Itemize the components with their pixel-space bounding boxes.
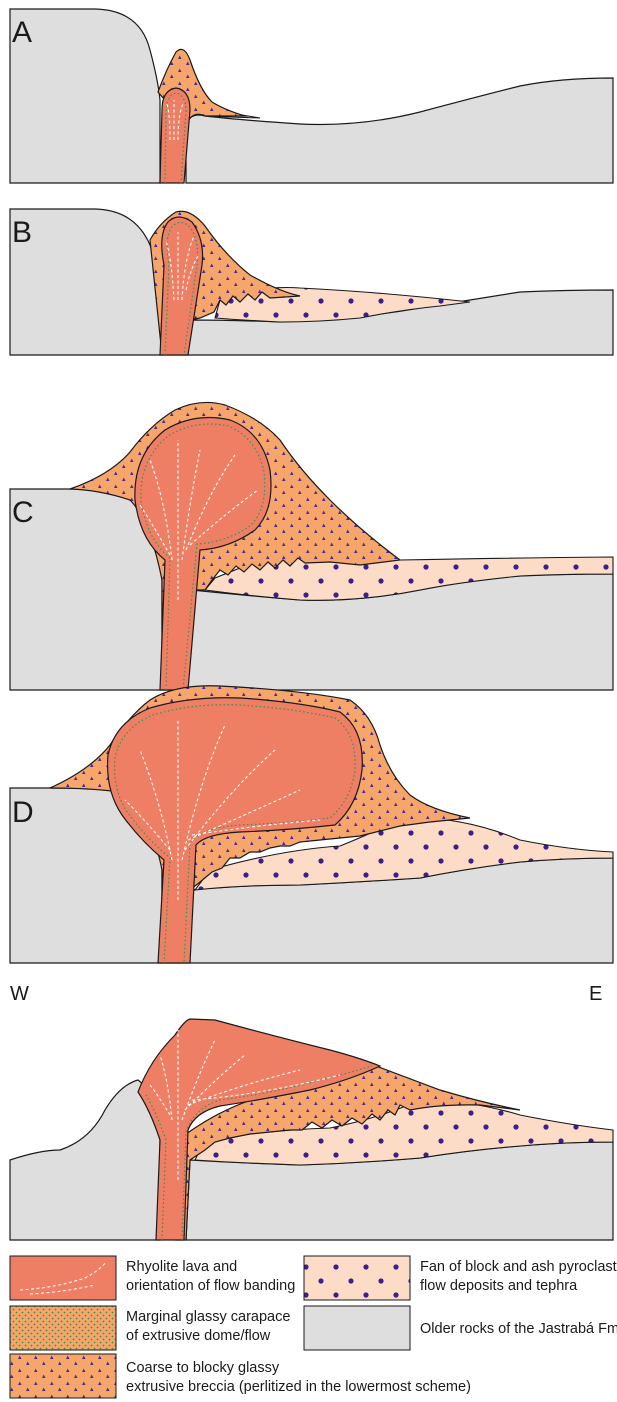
older-rock-e-west (10, 1080, 160, 1240)
older-rock-b-west (10, 209, 162, 355)
legend-item-breccia: Coarse to blocky glassy extrusive brecci… (10, 1354, 471, 1398)
older-rock-a (10, 9, 160, 183)
direction-east: E (589, 983, 602, 1005)
legend-swatch-carapace (10, 1306, 116, 1350)
legend-swatch-breccia (10, 1354, 116, 1398)
legend-rhyolite-line2: orientation of flow banding (126, 1278, 295, 1294)
older-rock-a-east (186, 78, 613, 183)
panel-e: W E (10, 983, 613, 1240)
legend: Rhyolite lava and orientation of flow ba… (10, 1256, 617, 1398)
legend-item-older: Older rocks of the Jastrabá Fm. (304, 1306, 617, 1350)
legend-item-fan: Fan of block and ash pyroclastic flow de… (304, 1256, 617, 1300)
legend-item-rhyolite: Rhyolite lava and orientation of flow ba… (10, 1256, 295, 1300)
legend-older-line1: Older rocks of the Jastrabá Fm. (420, 1321, 617, 1337)
legend-fan-line1: Fan of block and ash pyroclastic (420, 1259, 617, 1275)
direction-west: W (10, 983, 29, 1005)
legend-rhyolite-line1: Rhyolite lava and (126, 1259, 237, 1275)
legend-swatch-rhyolite (10, 1256, 116, 1300)
panel-label-b: B (12, 216, 32, 249)
legend-carapace-line1: Marginal glassy carapace (126, 1309, 290, 1325)
panel-label-a: A (12, 16, 32, 49)
legend-item-carapace: Marginal glassy carapace of extrusive do… (10, 1306, 290, 1350)
panel-label-d: D (12, 796, 34, 829)
panel-d: D (10, 686, 613, 963)
panel-b: B (10, 209, 613, 355)
panel-c: C (10, 402, 613, 690)
legend-swatch-older (304, 1306, 410, 1350)
legend-fan-line2: flow deposits and tephra (420, 1278, 578, 1294)
rhyolite-a (160, 88, 190, 183)
panel-label-c: C (12, 496, 34, 529)
legend-swatch-fan (304, 1256, 410, 1300)
legend-breccia-line2: extrusive breccia (perlitized in the low… (126, 1379, 471, 1395)
legend-breccia-line1: Coarse to blocky glassy (126, 1360, 280, 1376)
panel-a: A (10, 9, 613, 183)
legend-carapace-line2: of extrusive dome/flow (126, 1328, 271, 1344)
